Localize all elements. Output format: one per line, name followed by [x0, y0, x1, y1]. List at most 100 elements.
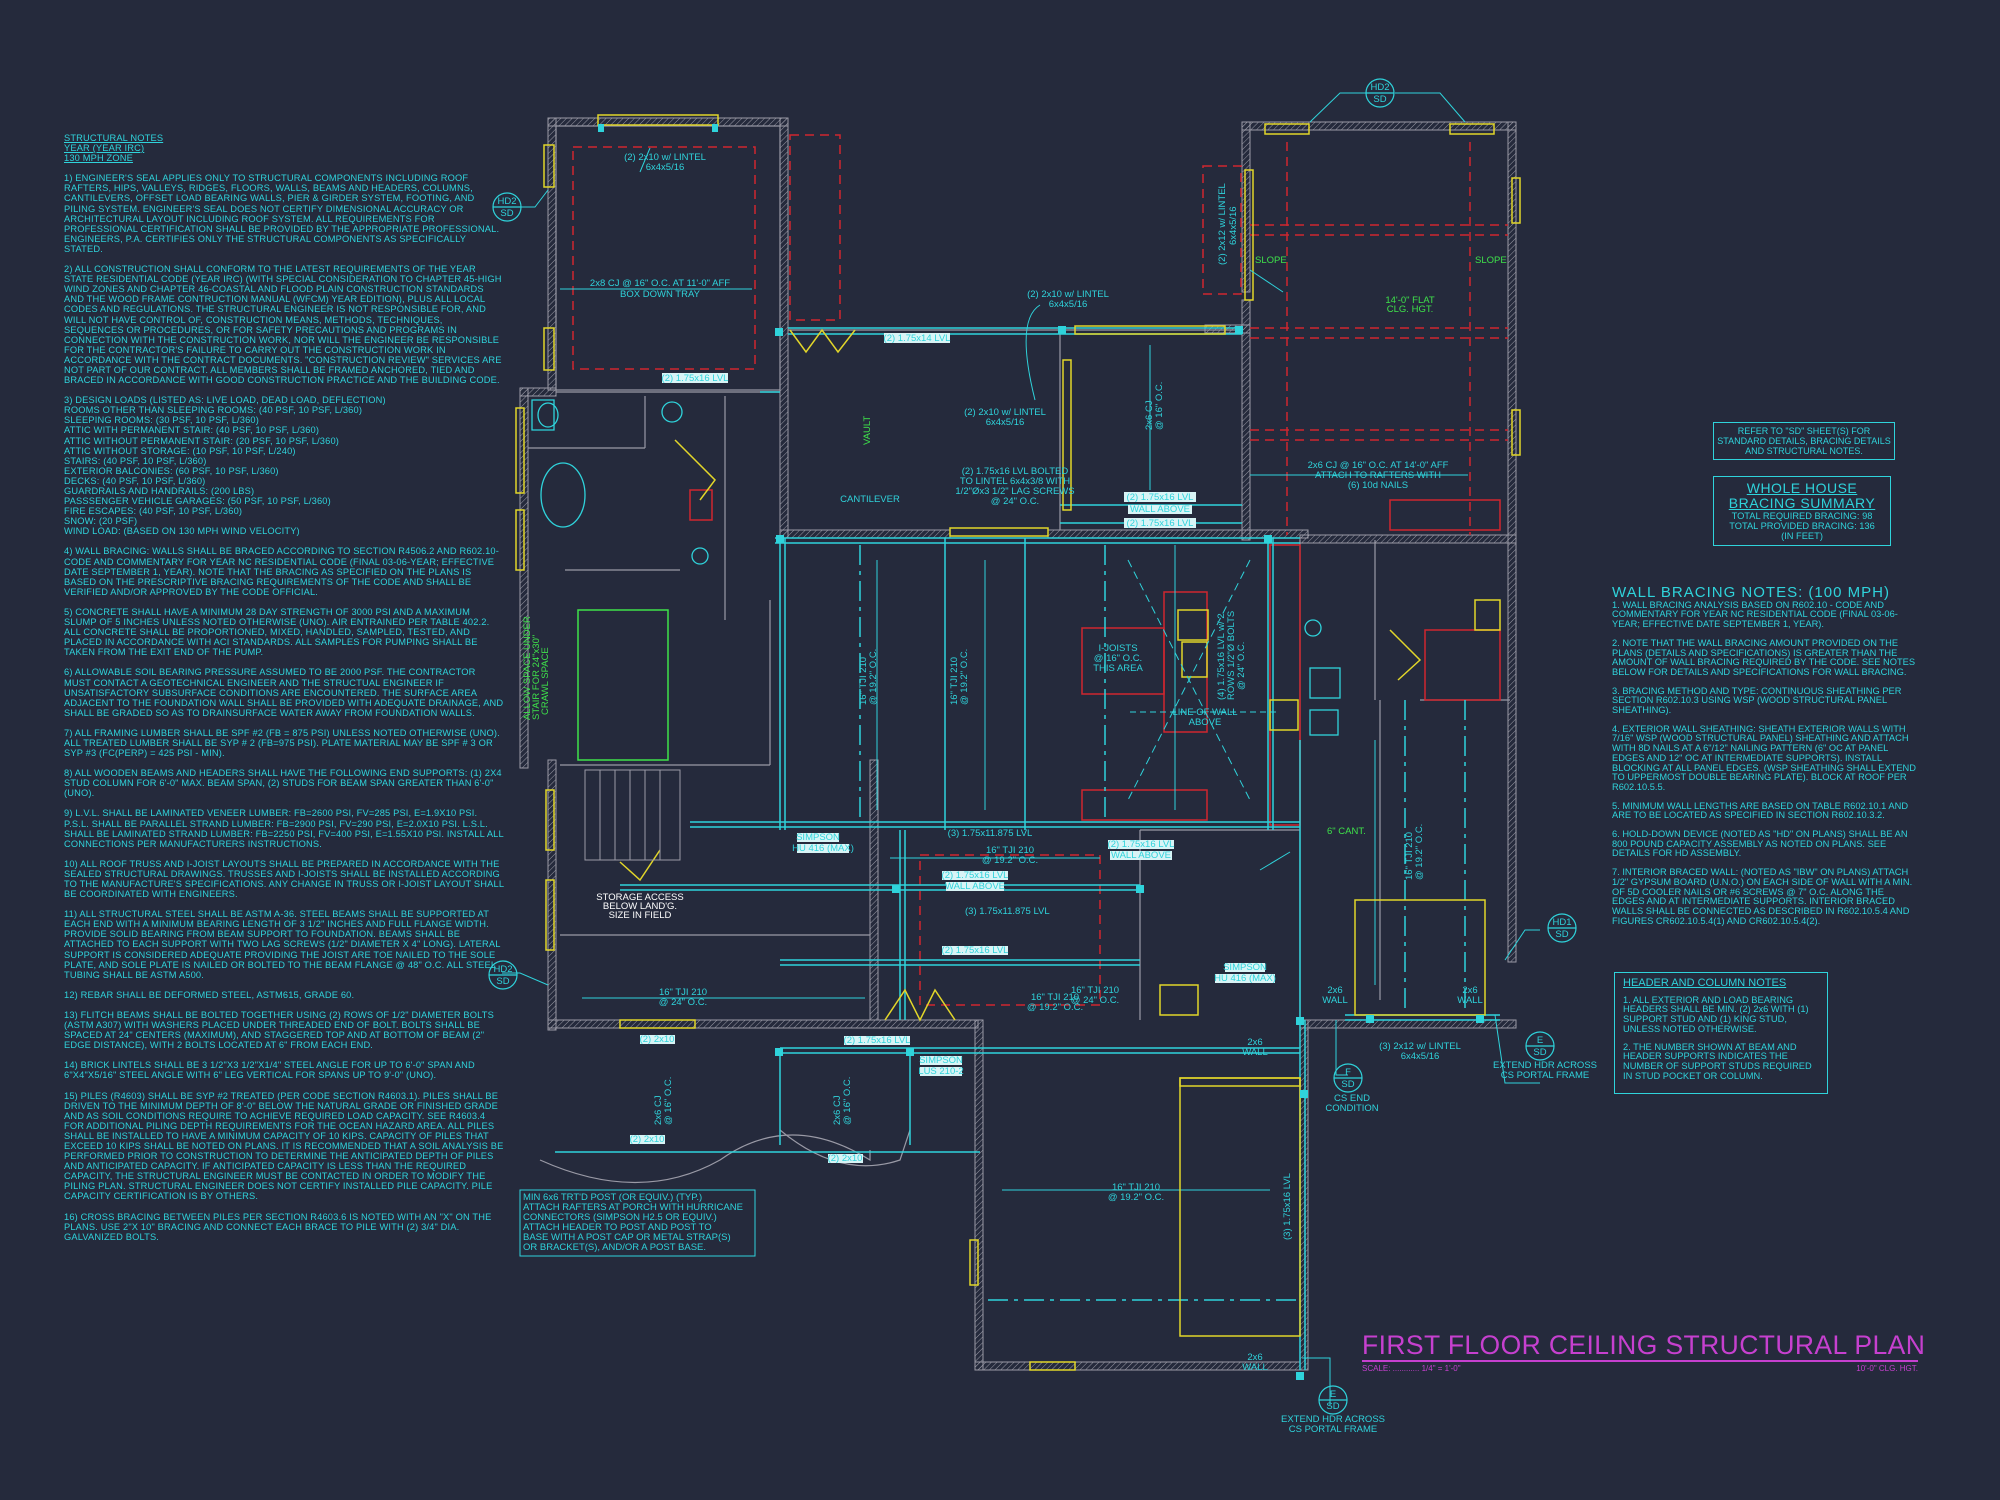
wall-bracing-note: 2. NOTE THAT THE WALL BRACING AMOUNT PRO… [1612, 637, 1916, 677]
label: CS END [1334, 1093, 1370, 1104]
svg-text:SD: SD [496, 976, 509, 987]
label: WALL [1322, 995, 1348, 1006]
label: (6) 10d NAILS [1348, 480, 1408, 491]
beam-tag: (2) 1.75x16 LVL [662, 373, 729, 384]
label: VAULT [862, 416, 873, 445]
span-arrows [560, 288, 1468, 1191]
porch-note-line: MIN 6x6 TRT'D POST (OR EQUIV.) (TYP.) [523, 1192, 702, 1203]
label: (2) 2x10 w/ LINTEL [624, 152, 706, 163]
label: STAIR FOR 24"x30" [531, 635, 542, 720]
design-load-line: ATTIC WITHOUT PERMANENT STAIR: (20 PSF, … [64, 435, 340, 446]
design-load-line: ROOMS OTHER THAN SLEEPING ROOMS: (40 PSF… [64, 405, 363, 416]
label: 2x8 CJ @ 16" O.C. AT 11'-0" AFF [590, 278, 730, 289]
structural-notes: STRUCTURAL NOTES YEAR (YEAR IRC) 130 mph… [64, 133, 504, 1252]
note-5: 5) CONCRETE SHALL HAVE A MINIMUM 28 DAY … [64, 606, 490, 658]
label: LINE OF WALL [1172, 707, 1237, 718]
ceiling-solid-red [689, 489, 1501, 826]
svg-text:SD: SD [1326, 1401, 1339, 1412]
beam-tag: WALL ABOVE [945, 881, 1005, 892]
wall-bracing-note: 1. WALL BRACING ANALYSIS BASED ON R602.1… [1612, 599, 1898, 630]
design-load-line: ATTIC WITHOUT STORAGE: (10 PSF, 10 PSF, … [64, 445, 296, 456]
label: 6x4x5/16 [1049, 299, 1088, 310]
label: 2x6 [1462, 985, 1477, 996]
label: CRAWL SPACE [540, 647, 551, 715]
note-15: 15) PILES (R4603) SHALL BE SYP #2 TREATE… [64, 1090, 504, 1202]
label: 2x6 [1327, 985, 1342, 996]
label: 1/2"Øx3 1/2" LAG SCREWS [955, 486, 1074, 497]
label: ABOVE [1189, 717, 1222, 728]
note-2: 2) ALL CONSTRUCTION SHALL CONFORM TO THE… [64, 264, 502, 386]
wall-bracing-note: 5. MINIMUM WALL LENGTHS ARE BASED ON TAB… [1612, 800, 1909, 821]
note-4: 4) WALL BRACING: WALLS SHALL BE BRACED A… [64, 546, 499, 597]
notes-heading-2: YEAR (YEAR IRC) [64, 143, 145, 154]
svg-text:HD1: HD1 [1552, 917, 1571, 928]
note-6: 6) ALLOWABLE SOIL BEARING PRESSURE ASSUM… [64, 667, 504, 718]
header-column-notes: HEADER AND COLUMN NOTES 1. ALL EXTERIOR … [1614, 972, 1828, 1095]
label: (3) 2x12 w/ LINTEL [1379, 1041, 1461, 1052]
label: CONDITION [1325, 1103, 1378, 1114]
label: 2x6 CJ [1144, 400, 1155, 430]
label: EXTEND HDR ACROSS [1493, 1060, 1597, 1071]
title-block: FIRST FLOOR CEILING STRUCTURAL PLAN SCAL… [1362, 1330, 1926, 1373]
design-load-line: SNOW: (20 PSF) [64, 516, 138, 527]
label: CLG. HGT. [1387, 304, 1433, 315]
label: @ 19.2" O.C. [1414, 824, 1425, 880]
wall-bracing-title: WALL BRACING NOTES: (100 MPH) [1612, 584, 1890, 601]
label: (2) 2x10 w/ LINTEL [1027, 289, 1109, 300]
wall-bracing-note: 6. HOLD-DOWN DEVICE (NOTED AS "HD" ON PL… [1612, 829, 1908, 859]
label: @ 16" O.C. [842, 1077, 853, 1125]
design-load-line: EXTERIOR BALCONIES: (60 PSF, 10 PSF, L/3… [64, 465, 279, 476]
label: SIMPSON [919, 1055, 963, 1066]
svg-text:SD: SD [1373, 94, 1386, 105]
porch-note-line: OR BRACKET(S), AND/OR A POST BASE. [523, 1242, 706, 1253]
design-load-line: SLEEPING ROOMS: (30 PSF, 10 PSF, L/360) [64, 415, 259, 426]
svg-text:SD: SD [500, 208, 513, 219]
design-load-line: STAIRS: (40 PSF, 10 PSF, L/360) [64, 455, 207, 466]
label: SIMPSON [1223, 962, 1267, 973]
label: 2x6 CJ [832, 1095, 843, 1125]
callouts [488, 78, 1577, 1415]
label: 6x4x5/16 [1228, 206, 1239, 245]
svg-text:E: E [1537, 1035, 1543, 1046]
label: CS PORTAL FRAME [1501, 1070, 1590, 1081]
design-load-line: WIND LOAD: (BASED ON 130 MPH WIND VELOCI… [64, 526, 300, 537]
header-column-note: 1. ALL EXTERIOR AND LOAD BEARING HEADERS… [1623, 994, 1809, 1034]
label: 6x4x5/16 [986, 417, 1025, 428]
beam-tag: WALL ABOVE [1111, 850, 1171, 861]
label: SLOPE [1475, 255, 1507, 266]
exterior-walls [519, 117, 1517, 1371]
label: BELOW LAND'G. [603, 901, 677, 912]
label: @ 16" O.C. [663, 1077, 674, 1125]
beam-tag: (2) 2x10 [630, 1134, 665, 1145]
notes-heading-3: 130 mph ZONE [64, 153, 133, 164]
label: 2x6 CJ [653, 1095, 664, 1125]
label: 16" TJI 210 [858, 657, 869, 705]
svg-text:F: F [1345, 1067, 1351, 1078]
label: 2x6 [1247, 1352, 1262, 1363]
svg-text:SD: SD [1341, 1079, 1354, 1090]
label: I-JOISTS [1098, 643, 1137, 654]
label: 16" TJI 210 [1112, 1182, 1160, 1193]
beam-tag: (2) 1.75x16 LVL [1127, 518, 1194, 529]
note-3-design-loads: 3) DESIGN LOADS (LISTED AS: LIVE LOAD, D… [64, 395, 504, 536]
drawing-title: FIRST FLOOR CEILING STRUCTURAL PLAN [1362, 1330, 1926, 1362]
fixtures [531, 399, 1341, 736]
porch-note-line: BASE WITH A POST CAP OR METAL STRAP(S) [523, 1232, 731, 1243]
note-8: 8) ALL WOODEN BEAMS AND HEADERS SHALL HA… [64, 768, 502, 799]
beam-tag: (2) 2x10 [828, 1153, 863, 1164]
note-16: 16) CROSS BRACING BETWEEN PILES PER SECT… [64, 1211, 492, 1242]
label: WALL [1457, 995, 1483, 1006]
porch-note-box [519, 1189, 756, 1257]
label: LUS 210-2 [918, 1066, 963, 1077]
ceiling-outlines [572, 134, 1508, 1006]
label: (3) 1.75x16 LVL [1282, 1173, 1293, 1240]
bracing-summary-title-2: BRACING SUMMARY [1728, 495, 1876, 511]
design-load-line: 3) DESIGN LOADS (LISTED AS: LIVE LOAD, D… [64, 395, 386, 406]
total-provided-bracing: TOTAL PROVIDED BRACING: 136 [1729, 521, 1875, 531]
label: ROWS 1/2"Ø BOLTS [1226, 611, 1237, 700]
bracing-summary-title-1: WHOLE HOUSE [1746, 480, 1858, 496]
label: HU 416 (MAX) [1214, 973, 1276, 984]
beam-tag: (2) 2x10 [640, 1034, 675, 1045]
label: @ 19.2" O.C. [982, 855, 1038, 866]
